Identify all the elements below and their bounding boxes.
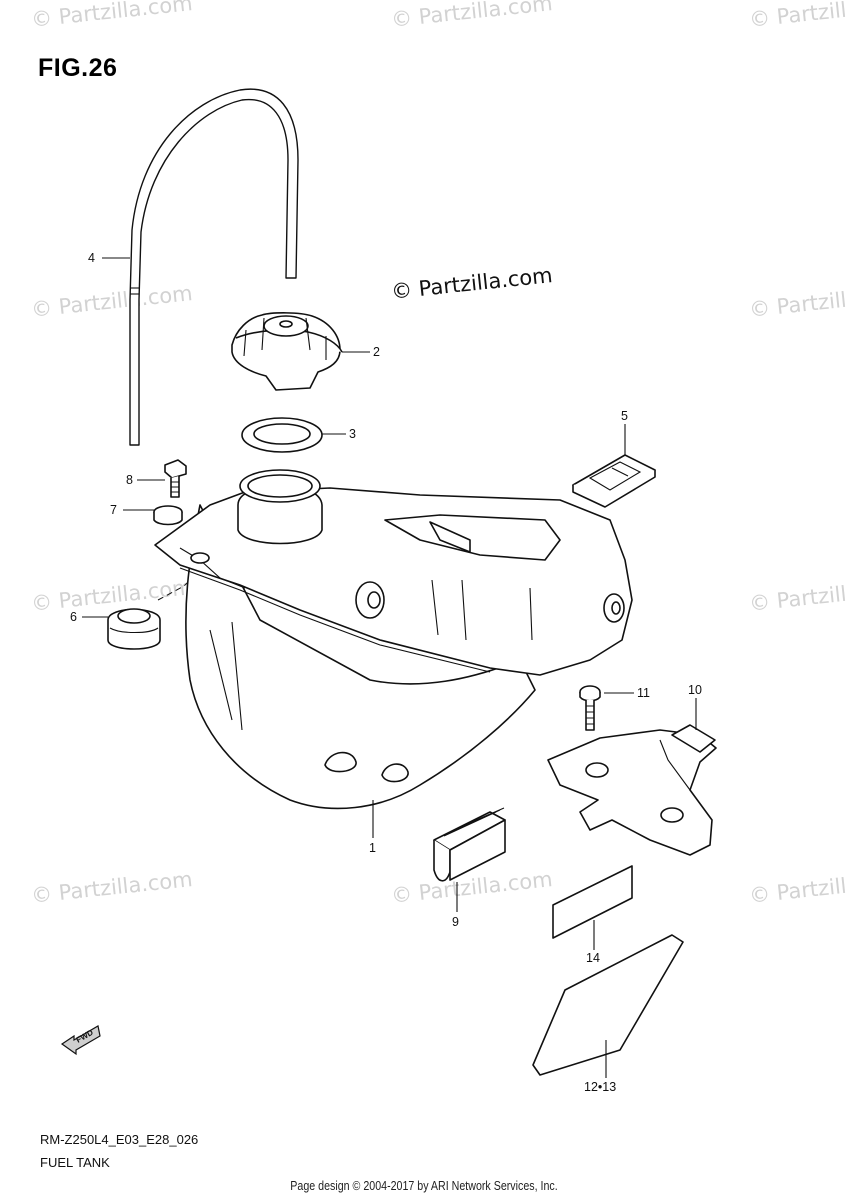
callout-7: 7 xyxy=(110,503,117,517)
fuel-cap-part[interactable] xyxy=(231,312,343,391)
callout-9: 9 xyxy=(452,915,459,929)
rubber-band-part[interactable] xyxy=(572,454,656,508)
callout-14: 14 xyxy=(586,951,600,965)
callout-3: 3 xyxy=(349,427,356,441)
callout-5: 5 xyxy=(621,409,628,423)
collar-part[interactable] xyxy=(153,505,183,526)
page-footer: Page design © 2004-2017 by ARI Network S… xyxy=(290,1178,558,1193)
bolt-part[interactable] xyxy=(164,459,187,498)
forward-direction-arrow-icon: FWD xyxy=(60,1025,101,1056)
cushion-pad-part[interactable] xyxy=(433,807,506,882)
callout-2: 2 xyxy=(373,345,380,359)
callout-8: 8 xyxy=(126,473,133,487)
leader-lines xyxy=(82,257,697,1078)
callout-1: 1 xyxy=(369,841,376,855)
callout-11: 11 xyxy=(637,686,650,700)
bracket-part[interactable] xyxy=(547,724,717,856)
model-code: RM-Z250L4_E03_E28_026 xyxy=(40,1132,199,1147)
screw-part[interactable] xyxy=(579,685,601,731)
figure-title: FIG.26 xyxy=(38,54,118,82)
fuel-tank-part[interactable] xyxy=(154,469,633,810)
gasket-part[interactable] xyxy=(241,417,323,453)
cushion-part[interactable] xyxy=(107,608,161,650)
breather-hose-part[interactable] xyxy=(129,88,299,446)
callout-12-13: 12•13 xyxy=(584,1080,616,1094)
label-part[interactable] xyxy=(532,934,684,1076)
assembly-guide-line xyxy=(157,579,191,601)
callout-10: 10 xyxy=(688,683,702,697)
label-part[interactable] xyxy=(552,865,633,939)
figure-name: FUEL TANK xyxy=(40,1155,110,1170)
callout-6: 6 xyxy=(70,610,77,624)
callout-4: 4 xyxy=(88,251,95,265)
